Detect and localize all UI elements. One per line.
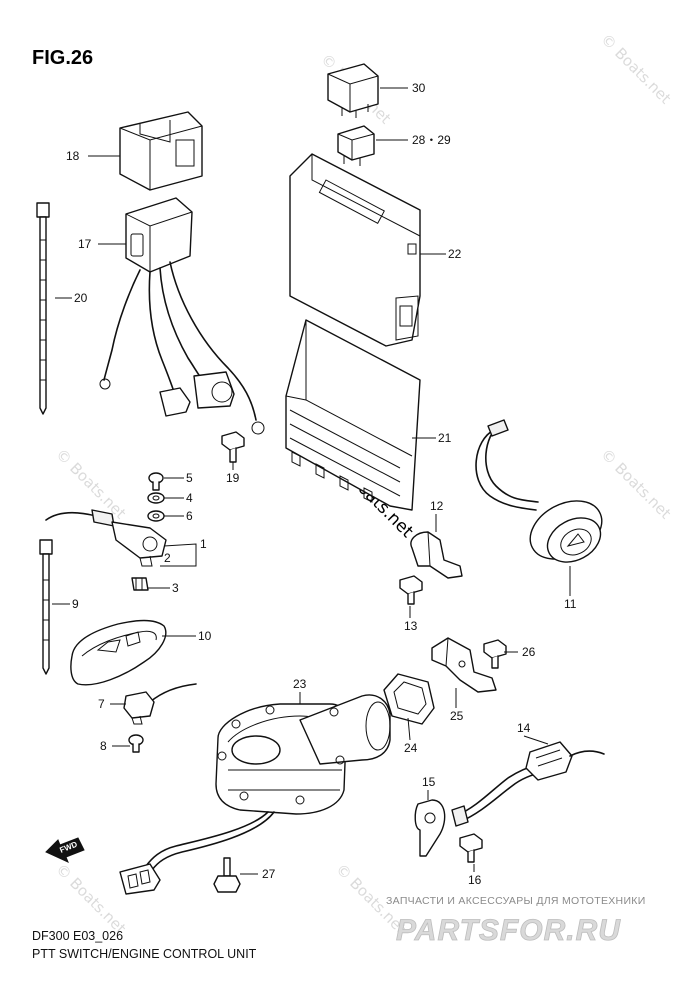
part-21-ecu[interactable] (285, 319, 421, 511)
callout-2: 2 (164, 551, 171, 565)
part-24-grommet[interactable] (383, 673, 435, 725)
part-10-sensor-cover[interactable] (70, 619, 167, 686)
part-26-bolt[interactable] (483, 639, 507, 669)
callout-22: 22 (448, 247, 462, 261)
callout-24: 24 (404, 741, 418, 755)
part-9-cable-tie[interactable] (39, 539, 53, 675)
watermark-text: © Boats.net (52, 860, 130, 938)
part-8-screw[interactable] (128, 734, 144, 753)
callout-13: 13 (404, 619, 418, 633)
shop-logo: PARTSFOR.RU (396, 914, 621, 947)
part-25-bracket[interactable] (431, 637, 497, 693)
part-27-bolt[interactable] (213, 857, 241, 893)
callout-18: 18 (66, 149, 80, 163)
callout-11: 11 (564, 597, 577, 611)
callout-3: 3 (172, 581, 179, 595)
watermark-text: © Boats.net (52, 445, 130, 523)
callout-25: 25 (450, 709, 464, 723)
part-11-ptt-switch[interactable] (475, 419, 612, 571)
part-6-washer[interactable] (147, 510, 165, 522)
part-14-harness[interactable] (451, 741, 605, 827)
callout-8: 8 (100, 739, 107, 753)
part-17-relay-harness[interactable] (99, 197, 265, 435)
part-20-cable-tie[interactable] (36, 202, 50, 415)
figure-title: FIG.26 (32, 47, 93, 69)
part-30-relay[interactable] (327, 63, 379, 118)
part-15-clamp[interactable] (414, 799, 446, 857)
callout-16: 16 (468, 873, 482, 887)
part-28-29-relay[interactable] (337, 125, 375, 166)
part-23-ptt-motor[interactable] (119, 694, 391, 895)
part-22-ecu-cover[interactable] (289, 153, 421, 347)
callout-9: 9 (72, 597, 79, 611)
callout-7: 7 (98, 697, 105, 711)
callout-10: 10 (198, 629, 212, 643)
part-13-bolt[interactable] (399, 575, 423, 605)
callout-28-29: 28・29 (412, 133, 451, 147)
callout-15: 15 (422, 775, 436, 789)
shop-tagline: ЗАПЧАСТИ И АКСЕССУАРЫ ДЛЯ МОТОТЕХНИКИ (386, 895, 646, 907)
callouts: 18 17 20 30 28・29 22 21 19 5 4 6 1 2 3 9… (66, 81, 577, 887)
part-5-screw[interactable] (148, 472, 164, 491)
watermark-text: © Boats.net (597, 30, 675, 108)
part-3-clip[interactable] (131, 577, 149, 591)
part-4-washer[interactable] (147, 492, 165, 504)
shop-banner: ЗАПЧАСТИ И АКСЕССУАРЫ ДЛЯ МОТОТЕХНИКИ PA… (386, 895, 646, 947)
part-16-screw[interactable] (459, 833, 483, 863)
part-7-sensor[interactable] (123, 683, 197, 725)
callout-12: 12 (430, 499, 444, 513)
callout-27: 27 (262, 867, 276, 881)
callout-26: 26 (522, 645, 536, 659)
callout-30: 30 (412, 81, 426, 95)
callout-1: 1 (200, 537, 207, 551)
part-18-relay-cover[interactable] (119, 111, 203, 191)
callout-5: 5 (186, 471, 193, 485)
callout-23: 23 (293, 677, 307, 691)
fwd-arrow: FWD (45, 837, 85, 863)
leader-lines (52, 87, 571, 875)
figure-caption: PTT SWITCH/ENGINE CONTROL UNIT (32, 947, 257, 961)
part-1-trim-sensor[interactable] (45, 509, 167, 567)
callout-17: 17 (78, 237, 92, 251)
part-19-bolt[interactable] (221, 431, 245, 463)
callout-21: 21 (438, 431, 452, 445)
watermark-text: © Boats.net (597, 445, 675, 523)
callout-14: 14 (517, 721, 531, 735)
callout-19: 19 (226, 471, 240, 485)
callout-20: 20 (74, 291, 88, 305)
figure-code: DF300 E03_026 (32, 929, 123, 943)
callout-4: 4 (186, 491, 193, 505)
callout-6: 6 (186, 509, 193, 523)
part-12-clamp[interactable] (410, 531, 463, 579)
